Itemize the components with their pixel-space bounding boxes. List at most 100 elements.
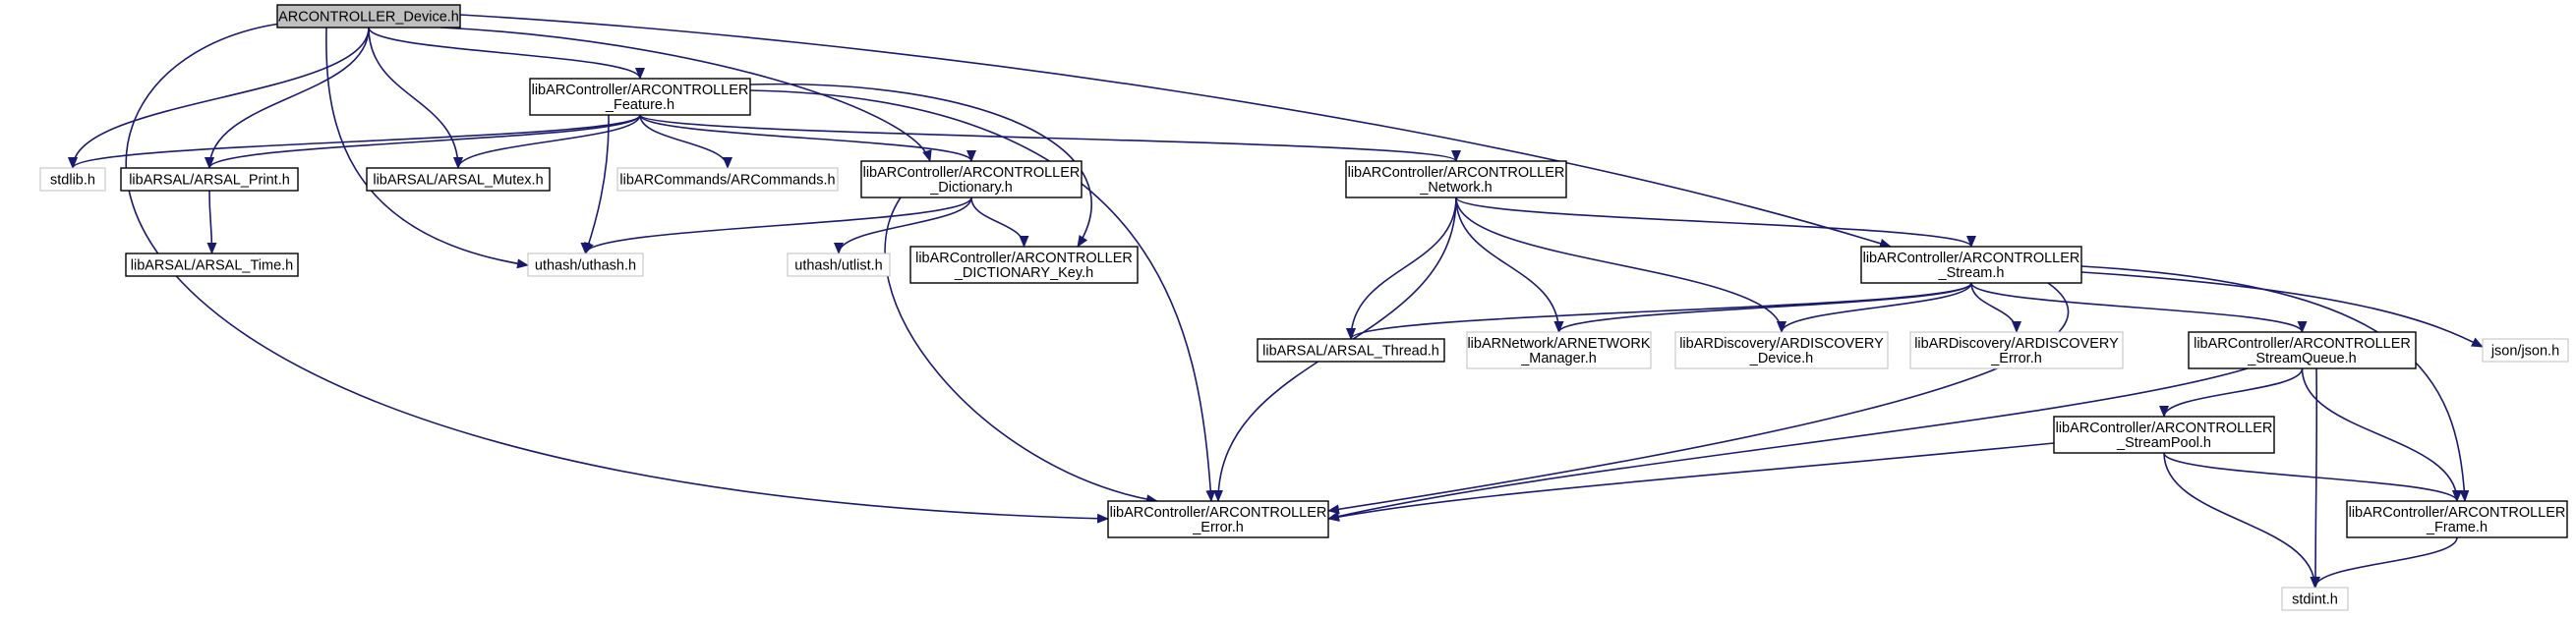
edge-spool-to-stdint: [2163, 452, 2320, 589]
edge-dictionary-to-error: [884, 197, 1158, 505]
node-box-feature: [529, 78, 751, 116]
edge-stream-to-thread: [1346, 282, 1972, 340]
node-label-uthash-line-0: uthash/uthash.h: [535, 258, 636, 274]
edge-feature-to-mutex: [453, 114, 641, 169]
edge-stream-to-squeue: [1970, 282, 2308, 333]
node-thread[interactable]: libARSAL/ARSAL_Thread.h: [1257, 338, 1445, 363]
node-label-json-line-0: json/json.h: [2490, 344, 2559, 360]
edge-network-to-thread: [1346, 197, 1457, 340]
node-stdint: stdint.h: [2281, 587, 2349, 611]
edge-spool-to-frame: [2163, 452, 2462, 502]
node-label-arcommands-line-0: libARCommands/ARCommands.h: [619, 173, 835, 189]
edge-device-to-uthash: [325, 27, 529, 269]
node-label-discerr-line-0: libARDiscovery/ARDISCOVERY: [1914, 336, 2119, 352]
node-label-frame-line-1: _Frame.h: [2426, 520, 2488, 535]
node-dictionary[interactable]: libARController/ARCONTROLLER_Dictionary.…: [860, 160, 1083, 198]
node-box-dictkey: [909, 246, 1139, 284]
node-label-discdev-line-0: libARDiscovery/ARDISCOVERY: [1679, 336, 1884, 352]
node-label-stdint-line-0: stdint.h: [2292, 592, 2338, 608]
node-mutex[interactable]: libARSAL/ARSAL_Mutex.h: [366, 167, 551, 192]
node-stdlib: stdlib.h: [39, 167, 106, 192]
edge-feature-to-network: [639, 114, 1461, 162]
edge-squeue-to-spool: [2159, 367, 2304, 418]
node-discerr: libARDiscovery/ARDISCOVERY_Error.h: [1909, 331, 2124, 369]
node-squeue[interactable]: libARController/ARCONTROLLER_StreamQueue…: [2188, 331, 2417, 369]
node-print[interactable]: libARSAL/ARSAL_Print.h: [120, 167, 299, 192]
node-box-arcommands: [616, 167, 839, 192]
edge-stream-to-error: [1327, 282, 2070, 515]
node-spool[interactable]: libARController/ARCONTROLLER_StreamPool.…: [2053, 416, 2275, 454]
node-time[interactable]: libARSAL/ARSAL_Time.h: [125, 253, 299, 277]
node-utlist: uthash/utlist.h: [787, 253, 891, 277]
edge-stream-to-discdev: [1777, 282, 1972, 333]
node-box-uthash: [527, 253, 644, 277]
node-label-discerr-line-1: _Error.h: [1990, 351, 2042, 366]
node-label-error-line-0: libARController/ARCONTROLLER: [1110, 505, 1327, 521]
edge-network-to-netmgr: [1455, 197, 1564, 333]
node-box-stdint: [2281, 587, 2349, 611]
node-json: json/json.h: [2482, 338, 2569, 363]
edge-frame-to-stdint: [2310, 536, 2458, 589]
node-label-dictionary-line-1: _Dictionary.h: [929, 180, 1013, 196]
edge-feature-to-arcommands: [639, 114, 732, 169]
node-label-netmgr-line-1: _Manager.h: [1520, 351, 1597, 366]
node-box-netmgr: [1466, 331, 1652, 369]
node-box-mutex: [366, 167, 551, 192]
node-label-mutex-line-0: libARSAL/ARSAL_Mutex.h: [373, 173, 543, 189]
node-label-time-line-0: libARSAL/ARSAL_Time.h: [131, 258, 293, 274]
node-label-squeue-line-0: libARController/ARCONTROLLER: [2194, 336, 2411, 352]
node-box-frame: [2346, 500, 2568, 538]
node-box-discdev: [1674, 331, 1889, 369]
edge-dictionary-to-utlist: [834, 197, 972, 254]
node-stream[interactable]: libARController/ARCONTROLLER_Stream.h: [1860, 246, 2082, 284]
edge-feature-to-stdlib: [68, 114, 641, 169]
node-box-utlist: [787, 253, 891, 277]
node-label-utlist-line-0: uthash/utlist.h: [794, 258, 882, 274]
edge-network-to-stream: [1455, 197, 1976, 248]
edge-device-to-print: [205, 27, 370, 169]
node-feature[interactable]: libARController/ARCONTROLLER_Feature.h: [529, 78, 751, 116]
edge-device-to-stream: [459, 14, 1892, 249]
node-error[interactable]: libARController/ARCONTROLLER_Error.h: [1107, 500, 1329, 538]
edge-print-to-time: [206, 190, 217, 254]
edge-device-to-mutex: [368, 27, 463, 169]
node-label-feature-line-0: libARController/ARCONTROLLER: [532, 83, 749, 98]
edge-feature-to-dictionary: [639, 114, 976, 162]
node-label-dictkey-line-0: libARController/ARCONTROLLER: [915, 251, 1133, 266]
node-arcommands: libARCommands/ARCommands.h: [616, 167, 839, 192]
node-frame[interactable]: libARController/ARCONTROLLER_Frame.h: [2346, 500, 2568, 538]
node-label-netmgr-line-0: libARNetwork/ARNETWORK: [1467, 336, 1650, 352]
node-label-stream-line-0: libARController/ARCONTROLLER: [1863, 251, 2080, 266]
edge-spool-to-error: [1327, 442, 2055, 522]
nodes-layer: ARCONTROLLER_Device.h libARController/ARC…: [39, 4, 2569, 611]
node-box-dictionary: [860, 160, 1083, 198]
edges-layer: [68, 14, 2484, 589]
edge-device-to-dictionary: [439, 27, 932, 162]
node-dictkey[interactable]: libARController/ARCONTROLLER_DICTIONARY_…: [909, 246, 1139, 284]
node-box-stdlib: [39, 167, 106, 192]
node-box-discerr: [1909, 331, 2124, 369]
edge-stream-to-frame: [2080, 265, 2470, 502]
node-label-device-line-0: ARCONTROLLER_Device.h: [278, 10, 459, 26]
node-label-spool-line-1: _StreamPool.h: [2116, 435, 2211, 451]
node-label-stream-line-1: _Stream.h: [1938, 265, 2005, 281]
node-label-dictionary-line-0: libARController/ARCONTROLLER: [863, 165, 1081, 181]
node-box-print: [120, 167, 299, 192]
edge-dictionary-to-dictkey: [970, 197, 1029, 248]
node-netmgr: libARNetwork/ARNETWORK_Manager.h: [1466, 331, 1652, 369]
edge-squeue-to-error: [1327, 367, 2249, 522]
node-box-time: [125, 253, 299, 277]
node-label-thread-line-0: libARSAL/ARSAL_Thread.h: [1262, 344, 1439, 360]
node-label-network-line-1: _Network.h: [1419, 180, 1492, 196]
node-label-frame-line-0: libARController/ARCONTROLLER: [2349, 505, 2566, 521]
node-box-thread: [1257, 338, 1445, 363]
node-network[interactable]: libARController/ARCONTROLLER_Network.h: [1345, 160, 1567, 198]
node-label-error-line-1: _Error.h: [1192, 520, 1244, 535]
node-device[interactable]: ARCONTROLLER_Device.h: [276, 4, 461, 28]
node-box-json: [2482, 338, 2569, 363]
node-label-spool-line-0: libARController/ARCONTROLLER: [2056, 421, 2273, 436]
node-label-stdlib-line-0: stdlib.h: [50, 173, 95, 189]
node-box-stream: [1860, 246, 2082, 284]
edge-device-to-stdlib: [68, 27, 370, 169]
edge-squeue-to-frame: [2301, 367, 2462, 502]
